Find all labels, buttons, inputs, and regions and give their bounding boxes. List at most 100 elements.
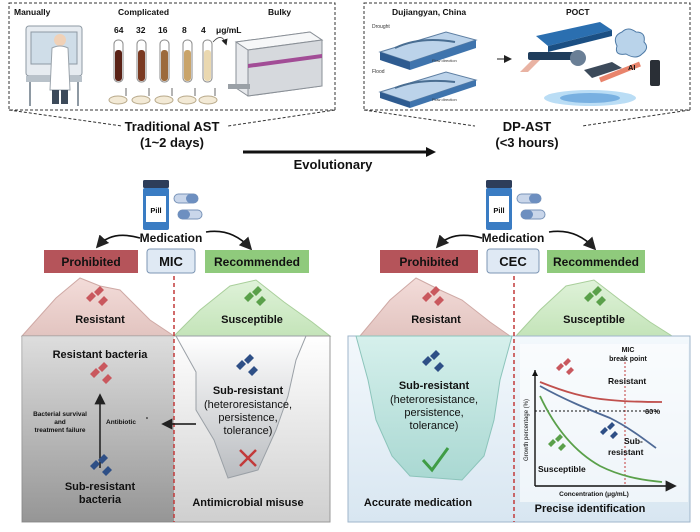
medication-label-right: Medication [482,231,545,245]
misclassified-zone [22,336,174,522]
chart-sub-resistant-bacteria-icon [600,422,618,439]
prohibited-label-right: Prohibited [399,255,458,269]
concentration-4: 8 [182,25,187,35]
pill-bottle-icon-right: Pill [486,180,512,230]
microfluidic-chip-drought-icon: Drought Flow direction [372,24,478,70]
recommended-label-right: Recommended [553,255,639,269]
dp-ast-title: DP-AST [503,119,551,134]
svg-text:Flow direction: Flow direction [432,58,457,63]
resistant-bacteria-icon-right [422,286,444,306]
sub-resistant-iceberg-body [175,335,307,479]
mic-breakpoint-label-line1: MIC [622,347,635,354]
resistant-bacteria-cluster-icon [90,362,112,384]
poct-device-icon [520,22,641,106]
arrow-to-recommended [205,230,253,251]
callout-line-left [8,109,123,127]
susceptible-bacteria-icon-right [584,286,606,306]
dp-ast-panel: Dujiangyan, China POCT Drought Flow dire… [363,2,691,150]
sub-resistant-bacteria-label-line2: bacteria [79,494,122,506]
series-susceptible-label: Susceptible [538,464,586,474]
sub-detail-right-line2: persistence, [404,407,463,419]
accurate-medication-label: Accurate medication [364,497,472,509]
growth-chart: Growth percentage (%) Concentration (μg/… [520,344,688,502]
cec-method-box [486,248,540,274]
traditional-ast-panel: Manually Complicated Bulky 64 32 16 8 4 … [8,2,336,150]
smartphone-icon [650,60,660,86]
sub-detail-right-line3: tolerance) [410,420,459,432]
resistant-bacteria-label: Resistant bacteria [53,349,149,361]
label-manually: Manually [14,7,51,17]
chart-susceptible-bacteria-icon [548,434,566,451]
concentration-5: 4 [201,25,206,35]
series-sub-resistant-label-line1: Sub- [624,436,643,446]
recommended-badge-right [547,250,645,273]
susceptible-label-right: Susceptible [563,314,625,326]
sub-detail-line2: persistence, [218,412,277,424]
traditional-ast-duration: (1~2 days) [140,135,204,150]
resistant-label: Resistant [75,314,125,326]
capsule-icon-right [516,193,546,220]
prohibited-badge [44,250,138,273]
concentration-3: 16 [158,25,168,35]
susceptible-iceberg-tip [172,279,332,337]
dilution-tubes-icon [108,37,228,105]
svg-text:Pill: Pill [150,206,161,215]
sub-detail-line1: (heteroresistance, [204,399,292,411]
resistant-iceberg-tip [20,277,176,337]
sub-resistant-label: Sub-resistant [213,385,284,397]
sub-resistant-icon-right [422,350,444,372]
svg-text:Flood: Flood [372,69,385,75]
sub-resistant-iceberg-body-right [355,335,513,481]
concentration-2: 32 [136,25,146,35]
survival-label-line3: treatment failure [35,427,86,434]
callout-line-right [227,109,336,127]
chart-x-label: Concentration (μg/mL) [559,491,629,498]
survival-label-line1: Bacterial survival [33,411,87,418]
resistant-curve [539,381,663,403]
resistant-bacteria-icon [86,286,108,306]
recommended-badge [205,250,309,273]
prohibited-badge-right [380,250,478,273]
prohibited-label: Prohibited [61,255,120,269]
sub-resistant-icon [236,354,258,376]
chart-resistant-bacteria-icon [556,358,574,375]
sub-resistant-bacteria-cluster-icon [90,454,112,476]
precise-identification-label: Precise identification [535,503,646,515]
label-location: Dujiangyan, China [392,7,466,17]
evolutionary-label: Evolutionary [294,157,374,172]
sub-resistant-label-right: Sub-resistant [399,380,470,392]
mic-panel: Pill Medication Prohibited MIC Recommend… [20,180,332,523]
evolutionary-arrow: Evolutionary [243,147,436,172]
mic-method-box [146,248,196,274]
label-poct: POCT [566,7,590,17]
mic-breakpoint-label-line2: break point [609,356,647,363]
microfluidic-chip-flood-icon: Flood Flow direction [372,69,478,108]
susceptible-label: Susceptible [221,314,283,326]
traditional-ast-title: Traditional AST [125,119,220,134]
pill-bottle-icon: Pill [143,180,169,230]
label-bulky: Bulky [268,7,291,17]
label-complicated: Complicated [118,7,169,17]
check-icon [421,447,450,473]
antimicrobial-misuse-label: Antimicrobial misuse [192,497,303,509]
label-ai: AI [628,63,636,72]
susceptible-curve [539,395,663,483]
survival-label-line2: and [54,419,66,426]
threshold-label: 60% [645,407,660,416]
sub-resistant-curve [539,385,657,449]
sub-detail-line3: tolerance) [224,425,273,437]
series-sub-resistant-label-line2: resistant [608,447,644,457]
incubator-instrument-icon [228,31,324,97]
capsule-icon [173,193,203,220]
cec-label: CEC [499,254,527,269]
svg-text:Flow direction: Flow direction [432,97,457,102]
sub-detail-right-line1: (heteroresistance, [390,394,478,406]
dp-ast-duration: (<3 hours) [495,135,558,150]
cross-icon [239,449,257,467]
medication-label: Medication [140,231,203,245]
recommended-label: Recommended [214,255,300,269]
antibiotic-label: Antibiotic [106,419,136,426]
arrow-head-icon [426,147,436,157]
sub-resistant-bacteria-label-line1: Sub-resistant [65,481,136,493]
